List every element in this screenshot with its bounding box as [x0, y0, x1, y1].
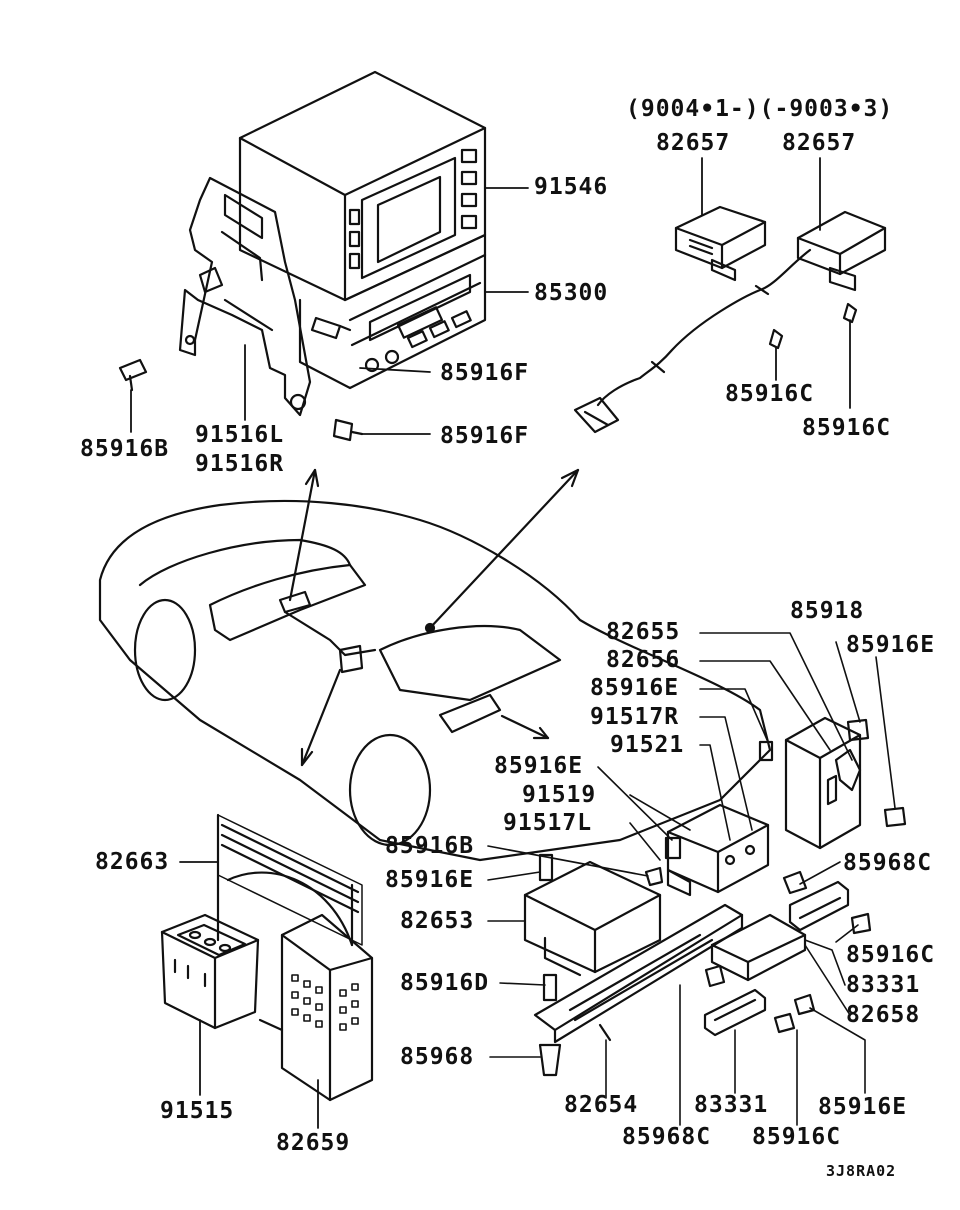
- screw-85916F-lower: [332, 418, 364, 442]
- label-85916E-mid: 85916E: [590, 675, 680, 701]
- monitor-91546: [238, 70, 487, 302]
- label-91517R: 91517R: [590, 704, 680, 730]
- panel-82659: [258, 913, 374, 1102]
- bracket-82654: [533, 903, 744, 1044]
- label-85916C-right: 85916C: [846, 942, 936, 968]
- audio-unit-85300: [298, 233, 487, 390]
- switch-91515: [160, 913, 260, 1030]
- module-82657-left: [674, 205, 767, 282]
- label-85916E-bottom: 85916E: [818, 1094, 908, 1120]
- label-82657-left: 82657: [656, 130, 731, 156]
- label-85916C-top-left: 85916C: [725, 381, 815, 407]
- label-91546: 91546: [534, 174, 609, 200]
- label-85916E-left: 85916E: [385, 867, 475, 893]
- label-91517L: 91517L: [503, 810, 593, 836]
- label-85916B-left: 85916B: [80, 436, 170, 462]
- module-82657-right: [796, 210, 887, 292]
- label-85918: 85918: [790, 598, 865, 624]
- label-85916E-upper-left: 85916E: [494, 753, 584, 779]
- label-82656: 82656: [606, 647, 681, 673]
- label-91515: 91515: [160, 1098, 235, 1124]
- label-85916F-lower: 85916F: [440, 423, 530, 449]
- label-83331-bottom: 83331: [694, 1092, 769, 1118]
- bracket-91516: [178, 176, 312, 417]
- screws-85916C-top: [768, 302, 858, 350]
- diagram-code: 3J8RA02: [826, 1162, 897, 1180]
- label-85968C-bottom: 85968C: [622, 1124, 712, 1150]
- unit-82653: [523, 860, 662, 977]
- label-85916C-bottom: 85916C: [752, 1124, 842, 1150]
- label-91516R: 91516R: [195, 451, 285, 477]
- label-85916E-far-right: 85916E: [846, 632, 936, 658]
- screw-85916B-left: [118, 358, 148, 392]
- vehicle-body: [98, 499, 772, 862]
- label-82658: 82658: [846, 1002, 921, 1028]
- label-82654: 82654: [564, 1092, 639, 1118]
- label-85916F-upper: 85916F: [440, 360, 530, 386]
- label-85968: 85968: [400, 1044, 475, 1070]
- callout-arrows: [288, 468, 580, 767]
- label-applicability: (9004•1-)(-9003•3): [626, 96, 894, 122]
- label-82663: 82663: [95, 849, 170, 875]
- label-83331-right: 83331: [846, 972, 921, 998]
- label-85300: 85300: [534, 280, 609, 306]
- brackets-83331: [703, 880, 850, 1037]
- label-85916C-top-right: 85916C: [802, 415, 892, 441]
- unit-82655: [784, 716, 862, 850]
- label-82653: 82653: [400, 908, 475, 934]
- label-91519: 91519: [522, 782, 597, 808]
- harness-82657: [573, 248, 812, 434]
- fasteners-bottom-right: [538, 718, 907, 1077]
- label-82657-right: 82657: [782, 130, 857, 156]
- label-85916B-right: 85916B: [385, 833, 475, 859]
- screw-85916F-upper: [310, 316, 352, 340]
- label-85916D: 85916D: [400, 970, 490, 996]
- label-82655: 82655: [606, 619, 681, 645]
- label-82659: 82659: [276, 1130, 351, 1156]
- label-91516L: 91516L: [195, 422, 285, 448]
- unit-91521: [666, 803, 770, 897]
- bracket-82658: [710, 913, 807, 982]
- label-91521: 91521: [610, 732, 685, 758]
- cover-82663: [216, 813, 363, 947]
- label-85968C-right: 85968C: [843, 850, 933, 876]
